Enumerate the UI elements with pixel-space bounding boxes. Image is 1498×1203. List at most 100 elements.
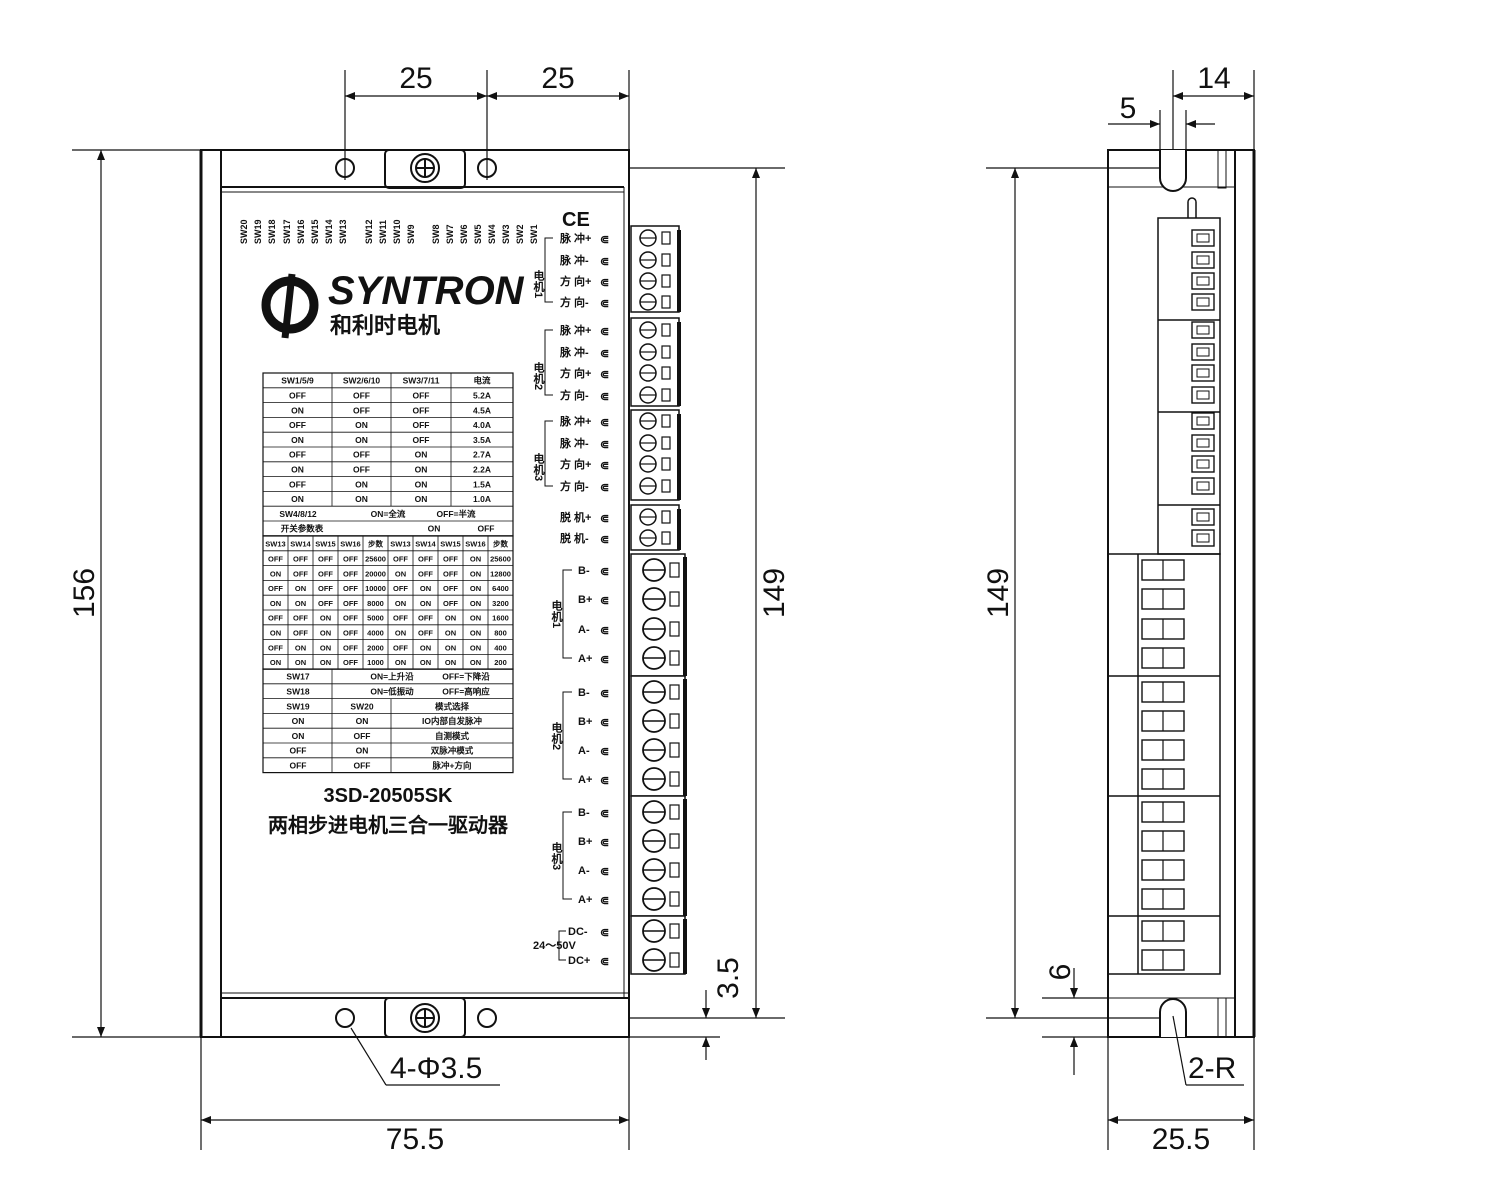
- side-slot: [1191, 293, 1215, 311]
- pin-label: 脉 冲-: [559, 253, 589, 267]
- table-header: SW15: [315, 540, 335, 549]
- terminal-port: [661, 323, 671, 337]
- table-cell: OFF: [289, 450, 306, 460]
- product-subtitle: 两相步进电机三合一驱动器: [268, 813, 509, 837]
- table-header: SW16: [465, 540, 485, 549]
- dim-side-slot: 5: [1120, 92, 1137, 125]
- side-slot-inner: [1196, 368, 1210, 378]
- table-cell: OFF: [443, 599, 458, 608]
- table-frame: [262, 668, 514, 774]
- terminal-port: [669, 621, 680, 637]
- table-cell: OFF: [343, 643, 358, 652]
- table-cell: OFF: [413, 405, 430, 415]
- table-cell: OFF: [290, 760, 307, 770]
- pin-mark-icon: ⋐: [600, 895, 609, 907]
- terminal-port: [669, 833, 680, 849]
- table-cell: OFF: [318, 569, 333, 578]
- table-cell: ON: [415, 494, 428, 504]
- terminal-port: [669, 862, 680, 878]
- pin-label: 方 向-: [560, 479, 589, 493]
- table-cell: ON: [420, 599, 431, 608]
- dim-side-radius: 2-R: [1188, 1052, 1236, 1085]
- switch-label: SW10: [392, 219, 402, 244]
- table-cell: ON: [415, 450, 428, 460]
- table-cell: ON: [292, 716, 305, 726]
- switch-label: SW11: [378, 220, 388, 244]
- table-cell: 1.0A: [473, 494, 491, 504]
- table-header: SW14: [415, 540, 436, 549]
- pin-mark-icon: ⋐: [600, 746, 609, 758]
- table-cell: ON: [270, 658, 281, 667]
- mount-hole-icon: [335, 1008, 355, 1028]
- table-cell: ON: [295, 643, 306, 652]
- pin-label: A-: [578, 624, 590, 636]
- table-cell: OFF: [343, 569, 358, 578]
- table-cell: 25600: [365, 554, 386, 563]
- pin-mark-icon: ⋐: [600, 348, 609, 360]
- table-cell: ON: [295, 658, 306, 667]
- table-header: SW19: [286, 701, 309, 711]
- table-cell: ON: [415, 479, 428, 489]
- table-cell: ON: [295, 599, 306, 608]
- pin-mark-icon: ⋐: [600, 717, 609, 729]
- pin-mark-icon: ⋐: [600, 688, 609, 700]
- table-cell: ON: [270, 628, 281, 637]
- table-cell: ON: [291, 435, 304, 445]
- table-cell: 1000: [367, 658, 384, 667]
- pin-mark-icon: ⋐: [600, 927, 609, 939]
- group-bracket: [558, 930, 566, 961]
- table-cell: OFF: [268, 643, 283, 652]
- table-cell: OFF: [343, 599, 358, 608]
- table-cell: ON: [445, 628, 456, 637]
- table-cell: OFF: [343, 584, 358, 593]
- group-label: 电机3: [550, 841, 563, 870]
- table-cell: OFF: [443, 554, 458, 563]
- terminal-port: [669, 771, 680, 787]
- table-header: SW13: [265, 540, 285, 549]
- table-cell: SW18: [286, 686, 309, 696]
- pin-label: 脉 冲-: [559, 436, 589, 450]
- table-header: SW16: [340, 540, 360, 549]
- table-cell: OFF: [418, 569, 433, 578]
- table-cell: 2.2A: [473, 464, 491, 474]
- table-cell: ON: [420, 584, 431, 593]
- pin-label: A+: [578, 653, 592, 665]
- table-cell: OFF: [289, 479, 306, 489]
- dim-side-width: 25.5: [1152, 1123, 1210, 1156]
- terminal-port: [661, 479, 671, 493]
- pin-mark-icon: ⋐: [600, 595, 609, 607]
- switch-label: SW1: [529, 224, 539, 244]
- switch-label: SW13: [338, 219, 348, 244]
- side-slot-inner: [1196, 481, 1210, 491]
- table-cell: 2.7A: [473, 450, 491, 460]
- table-cell: OFF: [318, 599, 333, 608]
- dim-height-total: 156: [68, 568, 101, 618]
- pin-mark-icon: ⋐: [600, 326, 609, 338]
- table-cell: 5.2A: [473, 390, 491, 400]
- group-label: 电机2: [532, 361, 545, 390]
- top-screw-icon: [410, 153, 440, 183]
- table-cell: OFF: [418, 554, 433, 563]
- table-cell: ON: [428, 524, 441, 534]
- dimension-lines: [72, 70, 1255, 1150]
- table-cell: OFF: [293, 614, 308, 623]
- pin-mark-icon: ⋐: [600, 417, 609, 429]
- pin-label: 脱 机-: [560, 531, 589, 545]
- terminal-port: [661, 295, 671, 309]
- terminal-port: [661, 436, 671, 450]
- switch-label: SW9: [406, 224, 416, 244]
- pin-label: A-: [578, 745, 590, 757]
- table-cell: ON: [320, 643, 331, 652]
- switch-label: SW7: [445, 224, 455, 244]
- front-view: [199, 149, 630, 1038]
- pin-mark-icon: ⋐: [600, 460, 609, 472]
- table-cell: 2000: [367, 643, 384, 652]
- table-cell: ON: [420, 643, 431, 652]
- table-cell: ON: [470, 599, 481, 608]
- table-cell: OFF: [443, 584, 458, 593]
- pin-mark-icon: ⋐: [600, 439, 609, 451]
- table-header: 模式选择: [435, 701, 470, 711]
- table-cell: OFF: [393, 614, 408, 623]
